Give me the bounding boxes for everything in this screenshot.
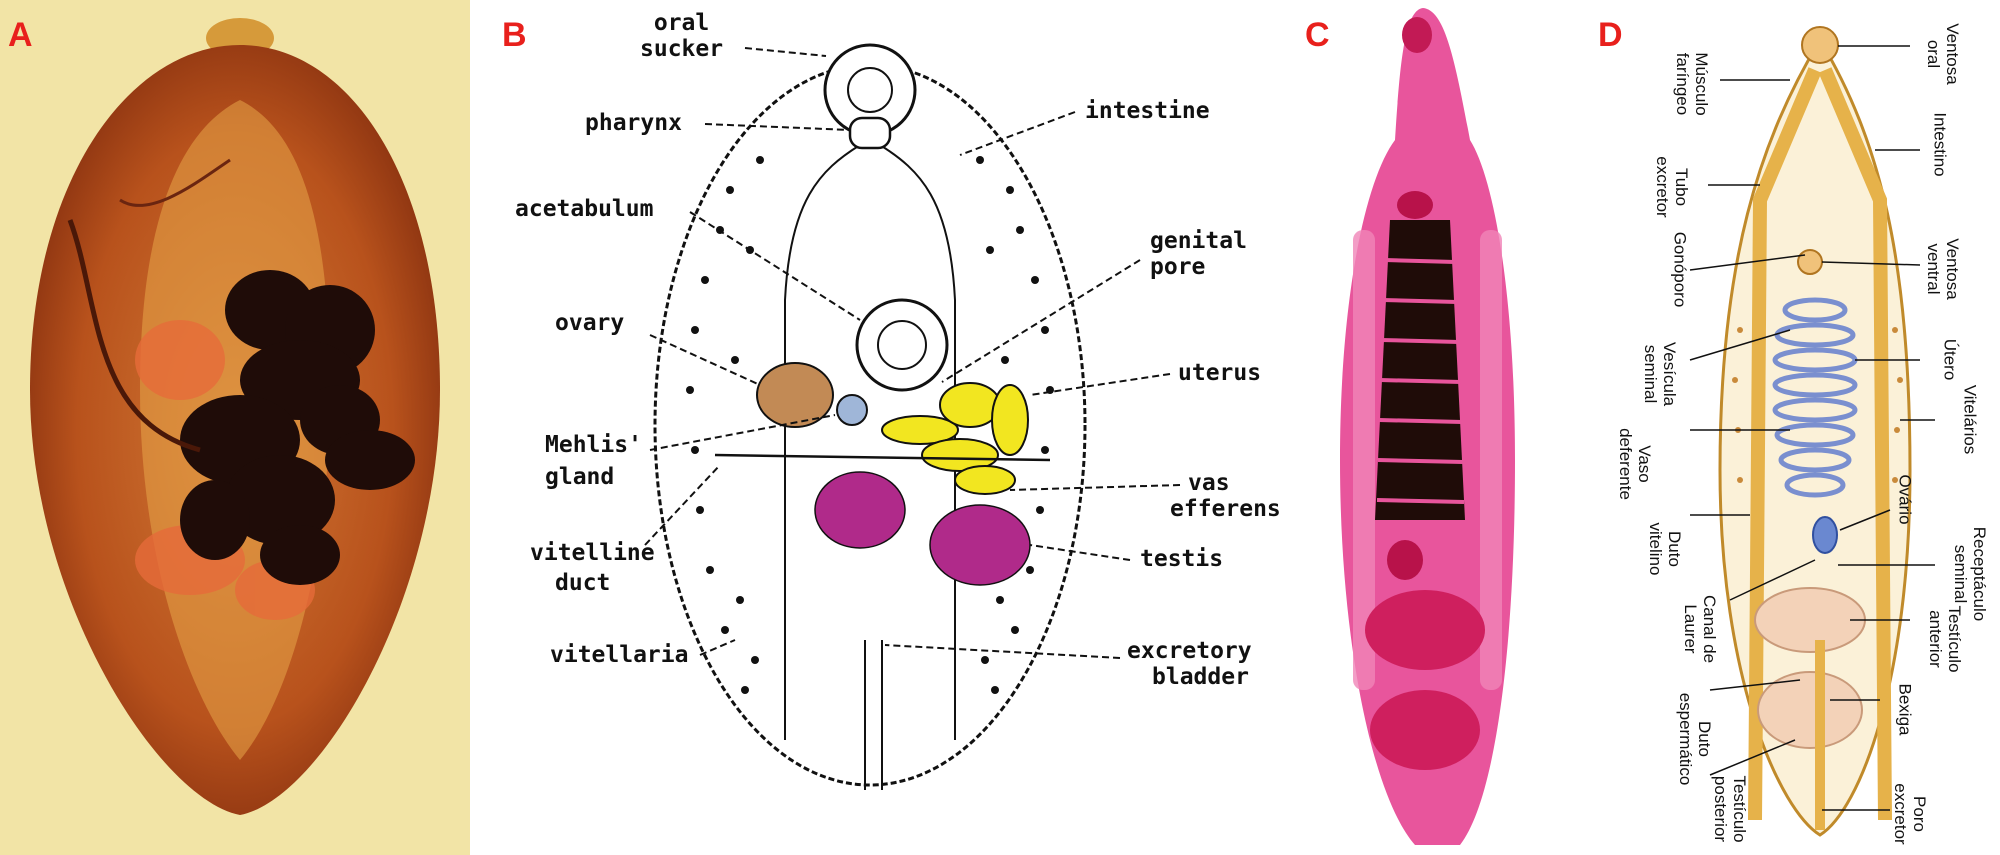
fluke-c-oral-sucker bbox=[1402, 17, 1432, 53]
label-testiculo-anterior: Testículo anterior bbox=[1926, 605, 1964, 673]
label-testiculo-posterior: Testículo posterior bbox=[1711, 775, 1749, 843]
label-duto-espermatico: Duto espermático bbox=[1676, 692, 1714, 786]
label-canal-de-laurer: Canal de Laurer bbox=[1681, 594, 1719, 664]
fluke-a-duct bbox=[67, 219, 201, 453]
ventosa-oral-shape bbox=[1801, 26, 1839, 64]
intestino-right-shape bbox=[1818, 67, 1892, 821]
label-ventosa-oral: Ventosa oral bbox=[1924, 23, 1962, 85]
panel-d-diagram: D Ventosa oral Músculo faríngeo Intestin… bbox=[1590, 0, 2000, 855]
label-oral-sucker: oral sucker bbox=[640, 10, 724, 62]
label-testis: testis bbox=[1140, 546, 1224, 572]
label-mehlis-gland: Mehlis' gland bbox=[545, 432, 642, 490]
label-uterus: uterus bbox=[1178, 360, 1262, 386]
label-vesicula-seminal: Vesícula seminal bbox=[1641, 341, 1679, 407]
label-genital-pore: genital pore bbox=[1150, 228, 1247, 280]
label-poro-excretor: Poro excretor bbox=[1891, 783, 1929, 845]
fluke-c-uterus bbox=[1375, 220, 1465, 520]
vitelarios-dots bbox=[1732, 327, 1903, 483]
label-utero: Útero bbox=[1940, 338, 1960, 381]
panel-letter-b: B bbox=[502, 16, 527, 54]
fluke-a-branch bbox=[119, 158, 231, 207]
testiculos-shape bbox=[1754, 587, 1866, 749]
fluke-c-uterus-folds bbox=[1376, 258, 1465, 504]
fluke-a-pink-testes bbox=[135, 320, 315, 620]
label-ovario: Ovário bbox=[1895, 474, 1915, 525]
label-excretory-bladder: excretory bladder bbox=[1127, 638, 1252, 690]
utero-shape bbox=[1772, 297, 1858, 498]
panel-letter-c: C bbox=[1305, 16, 1330, 54]
panel-c-photo: C bbox=[1295, 0, 1585, 855]
panel-a-photo: A bbox=[0, 0, 470, 855]
fluke-c-photo bbox=[1340, 8, 1515, 845]
label-musculo-faringeo: Músculo faríngeo bbox=[1673, 52, 1711, 116]
fluke-b-diagram bbox=[644, 43, 1181, 790]
label-acetabulum: acetabulum bbox=[515, 196, 654, 222]
label-vitellaria: vitellaria bbox=[550, 642, 689, 668]
label-vaso-deferente: Vaso deferente bbox=[1616, 428, 1654, 500]
label-intestine: intestine bbox=[1085, 98, 1210, 124]
label-vitelarios: Vitelários bbox=[1960, 384, 1980, 455]
fluke-c-vitellaria bbox=[1353, 230, 1502, 690]
fluke-a-photo bbox=[0, 0, 470, 855]
intestine-right bbox=[879, 144, 956, 740]
ovary-shape bbox=[756, 362, 834, 428]
label-pharynx: pharynx bbox=[585, 110, 682, 136]
label-gonoporo: Gonóporo bbox=[1670, 231, 1690, 308]
testes-shape bbox=[814, 471, 1031, 586]
label-bexiga: Bexiga bbox=[1895, 683, 1915, 736]
acetabulum-shape bbox=[855, 298, 949, 392]
panel-letter-a: A bbox=[8, 16, 33, 54]
ventosa-ventral-shape bbox=[1797, 249, 1823, 275]
label-vitelline-duct: vitelline duct bbox=[530, 540, 655, 596]
fluke-c-ventral-sucker bbox=[1397, 191, 1433, 219]
label-ovary: ovary bbox=[555, 310, 625, 336]
panel-letter-d: D bbox=[1598, 16, 1623, 54]
uterus-shape bbox=[881, 382, 1029, 495]
pharynx-shape bbox=[848, 116, 892, 150]
label-intestino: Intestino bbox=[1930, 112, 1950, 177]
ovario-shape bbox=[1812, 516, 1838, 554]
fluke-c-ovary bbox=[1387, 540, 1423, 580]
body-outline bbox=[653, 63, 1087, 787]
label-duto-vitelino: Duto vitelino bbox=[1646, 522, 1684, 576]
mehlis-gland-shape bbox=[836, 394, 868, 426]
fluke-a-dark-uterus bbox=[180, 270, 415, 585]
label-vas-efferens: vas efferens bbox=[1170, 470, 1281, 522]
intestine-left bbox=[784, 144, 861, 740]
panel-b-diagram: B oral sucker pharynx intestine acetabul… bbox=[490, 0, 1290, 855]
fluke-c-testes bbox=[1365, 590, 1485, 770]
d-leader-lines bbox=[1689, 45, 1935, 811]
label-ventosa-ventral: Ventosa ventral bbox=[1924, 238, 1962, 300]
label-tubo-excretor: Tubo excretor bbox=[1653, 156, 1691, 218]
leader-lines bbox=[644, 47, 1181, 659]
fluke-d-diagram bbox=[1689, 26, 1935, 837]
vitelline-duct-shape bbox=[714, 453, 1051, 462]
